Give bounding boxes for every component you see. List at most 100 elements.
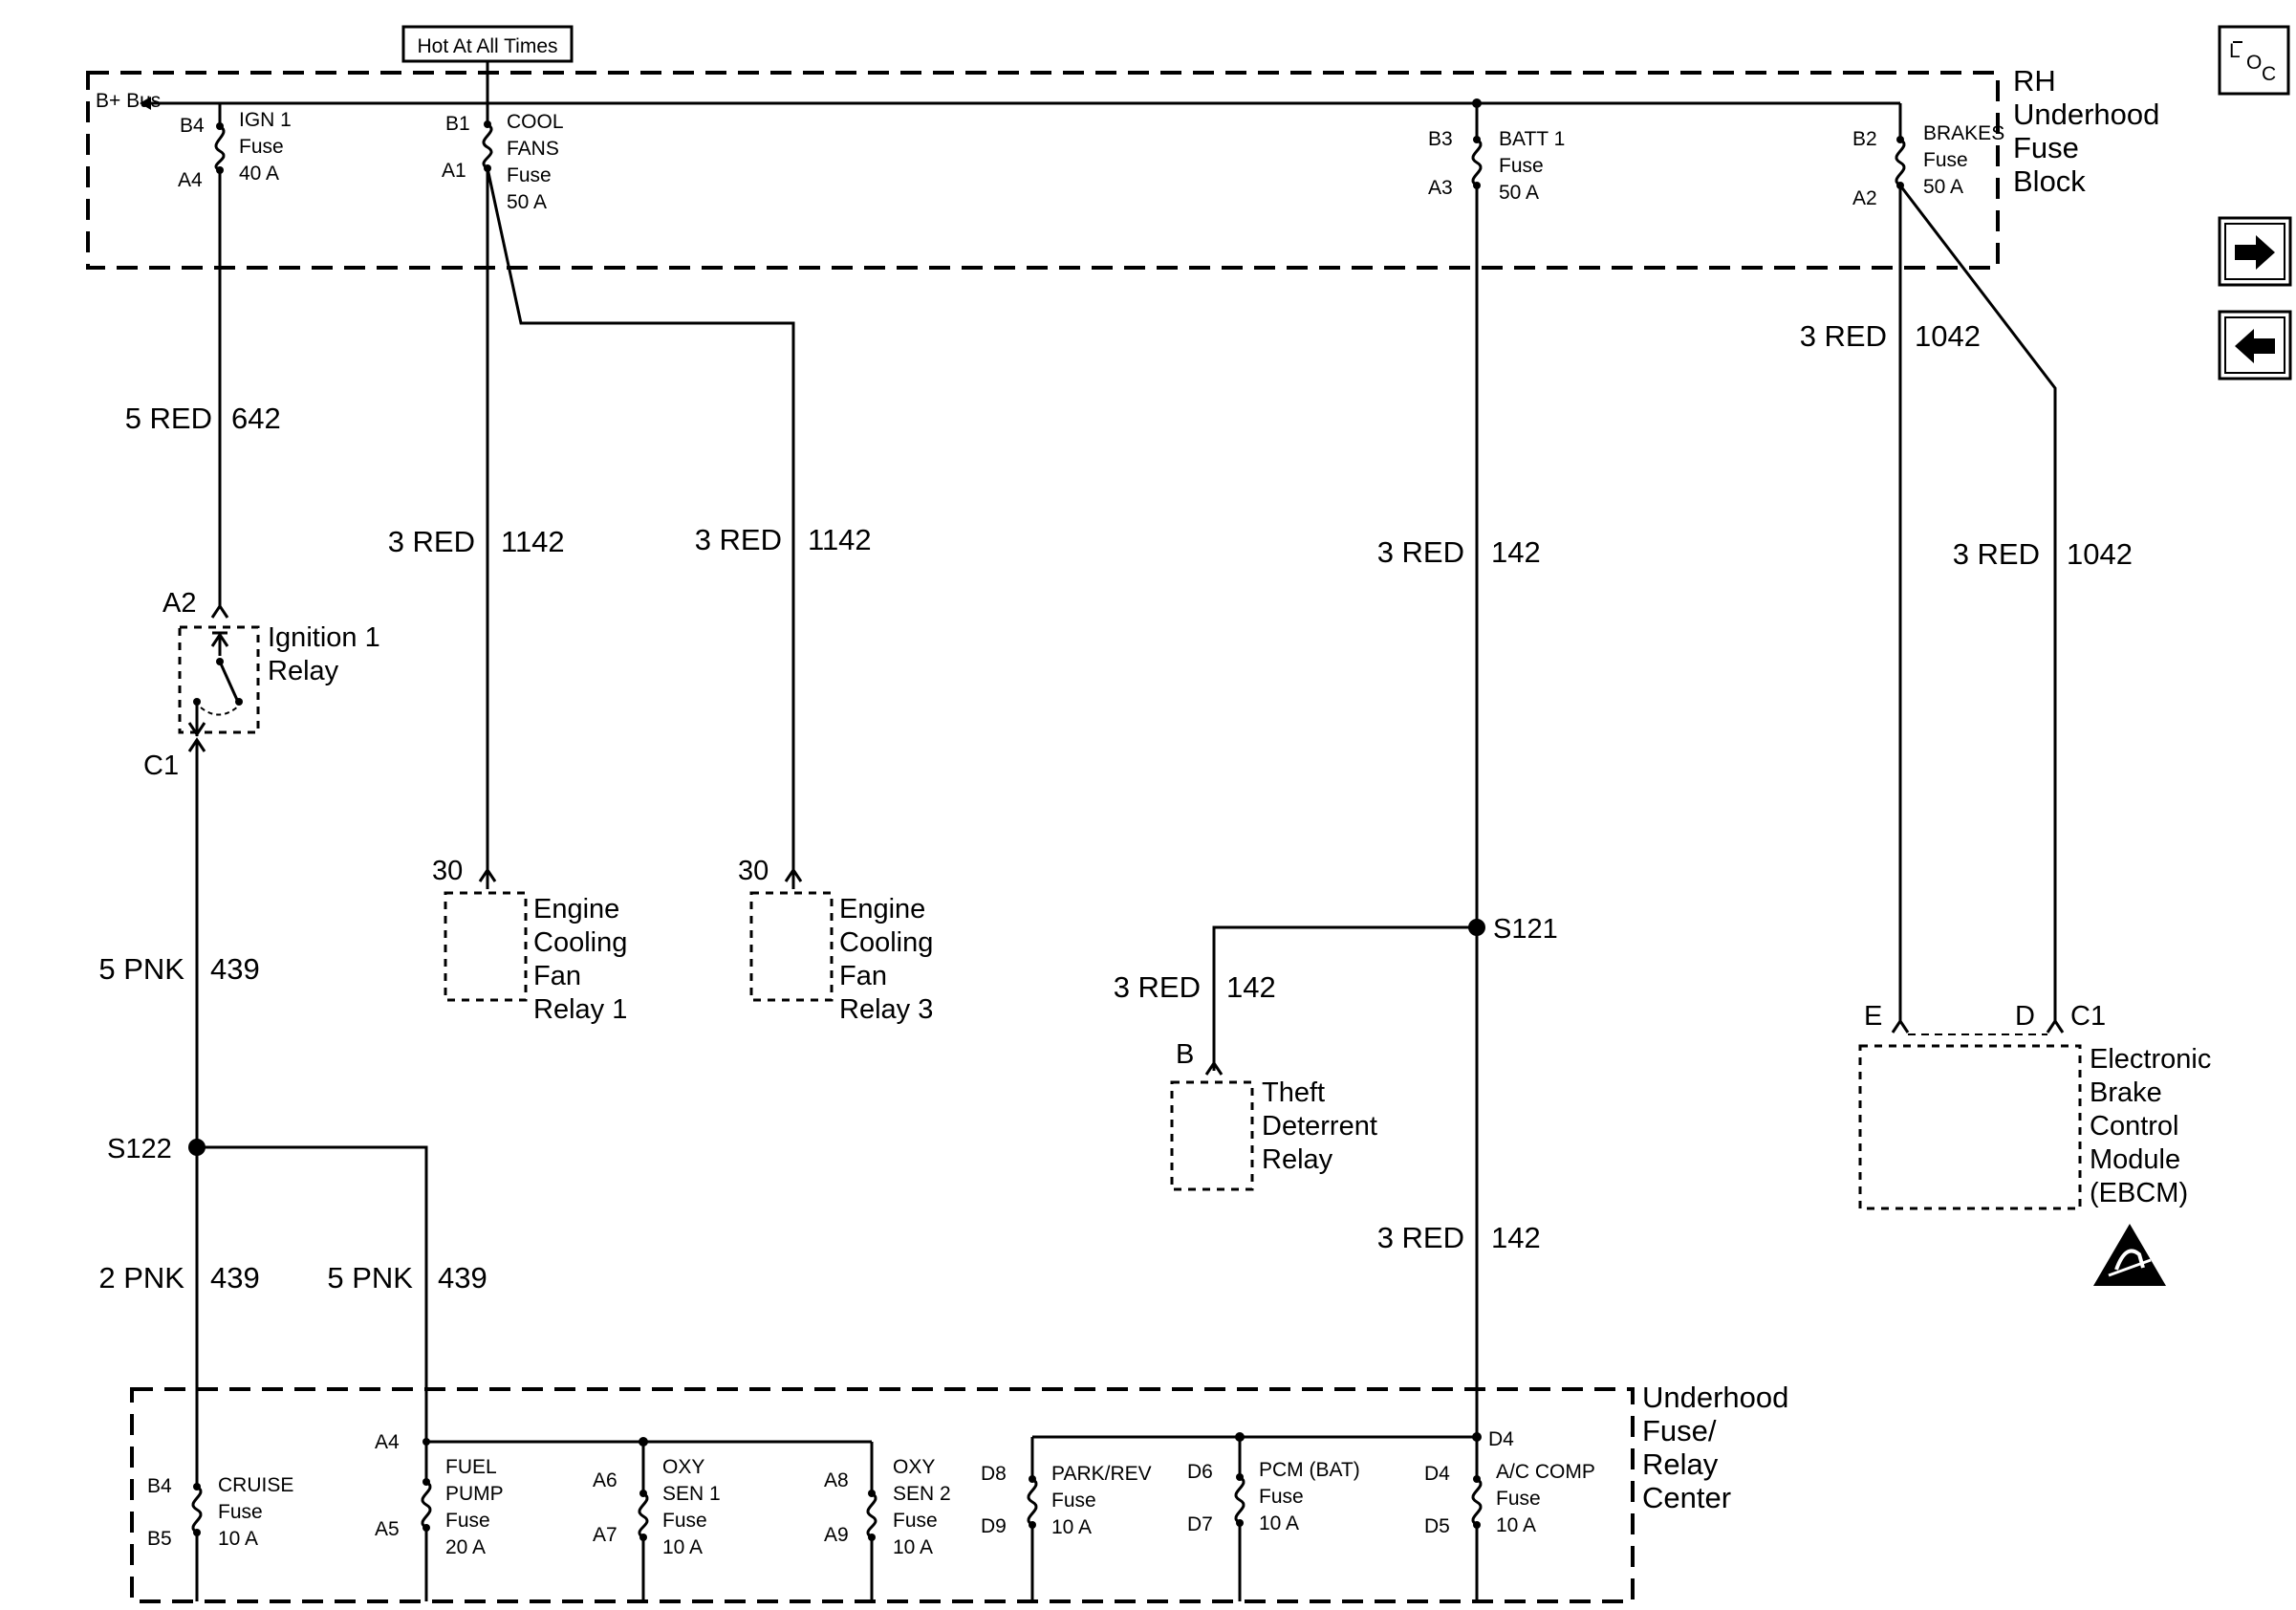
batt1-pin-a3: A3 bbox=[1428, 177, 1453, 199]
svg-text:3 RED: 3 RED bbox=[1114, 970, 1201, 1004]
svg-text:PUMP: PUMP bbox=[445, 1483, 504, 1505]
ign1-pin-b4: B4 bbox=[180, 115, 205, 137]
svg-text:Fuse: Fuse bbox=[1259, 1486, 1304, 1508]
svg-text:Fuse: Fuse bbox=[445, 1510, 490, 1532]
svg-text:A5: A5 bbox=[375, 1518, 400, 1540]
svg-text:Cooling: Cooling bbox=[533, 927, 627, 958]
svg-text:PCM (BAT): PCM (BAT) bbox=[1259, 1459, 1360, 1481]
cool-pin-a1: A1 bbox=[442, 160, 466, 182]
svg-text:Relay: Relay bbox=[268, 656, 339, 686]
svg-text:BRAKES: BRAKES bbox=[1923, 122, 2004, 144]
svg-text:Engine: Engine bbox=[839, 894, 925, 925]
theft-relay-pin-b: B bbox=[1176, 1039, 1194, 1070]
esd-warning-icon bbox=[2093, 1224, 2166, 1286]
svg-text:10 A: 10 A bbox=[1259, 1512, 1299, 1534]
fan-relay3-pin-30: 30 bbox=[738, 856, 769, 886]
previous-page-button[interactable] bbox=[2218, 310, 2292, 381]
ebcm-module: E D C1 Electronic Brake Control Module (… bbox=[1858, 1001, 2211, 1210]
svg-text:Fuse: Fuse bbox=[2013, 131, 2079, 164]
svg-text:D8: D8 bbox=[981, 1463, 1007, 1485]
oxy-sen1-fuse: A6 A7 OXY SEN 1 Fuse 10 A bbox=[593, 1442, 721, 1601]
svg-text:Underhood: Underhood bbox=[2013, 98, 2159, 131]
fan-relay1-pin-30: 30 bbox=[432, 856, 463, 886]
svg-text:Relay 3: Relay 3 bbox=[839, 994, 933, 1025]
svg-text:3 RED: 3 RED bbox=[1800, 319, 1887, 353]
svg-text:A9: A9 bbox=[824, 1524, 849, 1546]
batt1-pin-b3: B3 bbox=[1428, 128, 1453, 150]
ign-relay-pin-a2: A2 bbox=[162, 588, 196, 619]
svg-text:3 RED: 3 RED bbox=[1377, 1221, 1464, 1254]
wire-439-fuel bbox=[197, 1145, 428, 1442]
splice-s121: S121 bbox=[1468, 914, 1558, 945]
svg-text:142: 142 bbox=[1491, 535, 1541, 569]
svg-text:A6: A6 bbox=[593, 1469, 617, 1491]
svg-text:L: L bbox=[2229, 40, 2241, 62]
svg-text:C: C bbox=[2262, 63, 2276, 85]
svg-text:10 A: 10 A bbox=[893, 1536, 933, 1558]
svg-text:Deterrent: Deterrent bbox=[1262, 1111, 1377, 1142]
rh-fuse-block-title: RH Underhood Fuse Block bbox=[2013, 64, 2159, 198]
wire-142-theft bbox=[1212, 925, 1477, 1071]
svg-text:10 A: 10 A bbox=[662, 1536, 703, 1558]
svg-text:Control: Control bbox=[2090, 1111, 2179, 1142]
cool-fans-fuse: B1 A1 COOL FANS Fuse 50 A bbox=[442, 103, 564, 213]
svg-text:A4: A4 bbox=[375, 1431, 400, 1453]
svg-text:Relay: Relay bbox=[1642, 1447, 1719, 1481]
svg-text:3 RED: 3 RED bbox=[388, 525, 475, 558]
svg-text:D5: D5 bbox=[1424, 1515, 1450, 1537]
oxy-sen2-fuse: A8 A9 OXY SEN 2 Fuse 10 A bbox=[824, 1442, 951, 1601]
ac-comp-fuse: D4 D5 A/C COMP Fuse 10 A bbox=[1424, 1437, 1595, 1601]
svg-text:Underhood: Underhood bbox=[1642, 1381, 1788, 1414]
svg-text:Fan: Fan bbox=[839, 961, 887, 991]
svg-text:Block: Block bbox=[2013, 164, 2086, 198]
wire-1042-d bbox=[1898, 185, 2057, 1021]
rh-fuse-block-outline bbox=[86, 71, 2000, 270]
hot-at-all-times-label: Hot At All Times bbox=[401, 25, 574, 63]
engine-cooling-fan-relay-1: 30 Engine Cooling Fan Relay 1 bbox=[432, 856, 627, 1025]
ebcm-pin-d: D bbox=[2015, 1001, 2035, 1032]
svg-text:Fuse: Fuse bbox=[507, 164, 552, 186]
svg-text:Fuse: Fuse bbox=[893, 1510, 938, 1532]
cool-pin-b1: B1 bbox=[445, 113, 470, 135]
svg-text:O: O bbox=[2246, 52, 2262, 74]
svg-text:Ignition 1: Ignition 1 bbox=[268, 622, 380, 653]
svg-text:Cooling: Cooling bbox=[839, 927, 933, 958]
svg-text:D7: D7 bbox=[1187, 1513, 1213, 1535]
theft-deterrent-relay: B Theft Deterrent Relay bbox=[1170, 1039, 1377, 1191]
location-button[interactable]: L O C bbox=[2218, 25, 2290, 96]
svg-text:B5: B5 bbox=[147, 1528, 172, 1550]
next-page-button[interactable] bbox=[2218, 216, 2292, 287]
ignition-1-relay: A2 Ignition 1 Relay C1 bbox=[143, 588, 380, 781]
batt1-fuse: B3 A3 BATT 1 Fuse 50 A bbox=[1428, 98, 1565, 204]
svg-text:Fuse: Fuse bbox=[662, 1510, 707, 1532]
svg-text:S122: S122 bbox=[107, 1134, 172, 1164]
svg-text:Electronic: Electronic bbox=[2090, 1044, 2211, 1075]
engine-cooling-fan-relay-3: 30 Engine Cooling Fan Relay 3 bbox=[738, 856, 933, 1025]
svg-text:Relay: Relay bbox=[1262, 1144, 1333, 1175]
svg-text:Fuse: Fuse bbox=[1499, 155, 1544, 177]
svg-text:Module: Module bbox=[2090, 1144, 2180, 1175]
svg-text:3 RED: 3 RED bbox=[1953, 537, 2040, 571]
svg-text:439: 439 bbox=[210, 1261, 260, 1295]
svg-text:BATT 1: BATT 1 bbox=[1499, 128, 1565, 150]
svg-text:Theft: Theft bbox=[1262, 1077, 1325, 1108]
svg-text:COOL: COOL bbox=[507, 111, 564, 133]
svg-text:Engine: Engine bbox=[533, 894, 619, 925]
svg-text:A8: A8 bbox=[824, 1469, 849, 1491]
svg-text:FUEL: FUEL bbox=[445, 1456, 497, 1478]
brakes-pin-b2: B2 bbox=[1852, 128, 1877, 150]
svg-text:PARK/REV: PARK/REV bbox=[1051, 1463, 1152, 1485]
svg-text:OXY: OXY bbox=[893, 1456, 935, 1478]
svg-text:S121: S121 bbox=[1493, 914, 1558, 945]
svg-text:OXY: OXY bbox=[662, 1456, 704, 1478]
svg-text:50 A: 50 A bbox=[1923, 176, 1963, 198]
fuel-pump-fuse: A4 A5 FUEL PUMP Fuse 20 A bbox=[375, 1431, 504, 1601]
svg-text:5 PNK: 5 PNK bbox=[327, 1261, 413, 1295]
location-icon: L O C bbox=[2229, 40, 2276, 85]
ebcm-pin-e: E bbox=[1864, 1001, 1882, 1032]
svg-text:Center: Center bbox=[1642, 1481, 1731, 1514]
splice-s122: S122 bbox=[107, 1134, 206, 1164]
svg-text:Fuse: Fuse bbox=[1051, 1490, 1096, 1512]
uh-bus-pin-d4: D4 bbox=[1488, 1428, 1514, 1450]
